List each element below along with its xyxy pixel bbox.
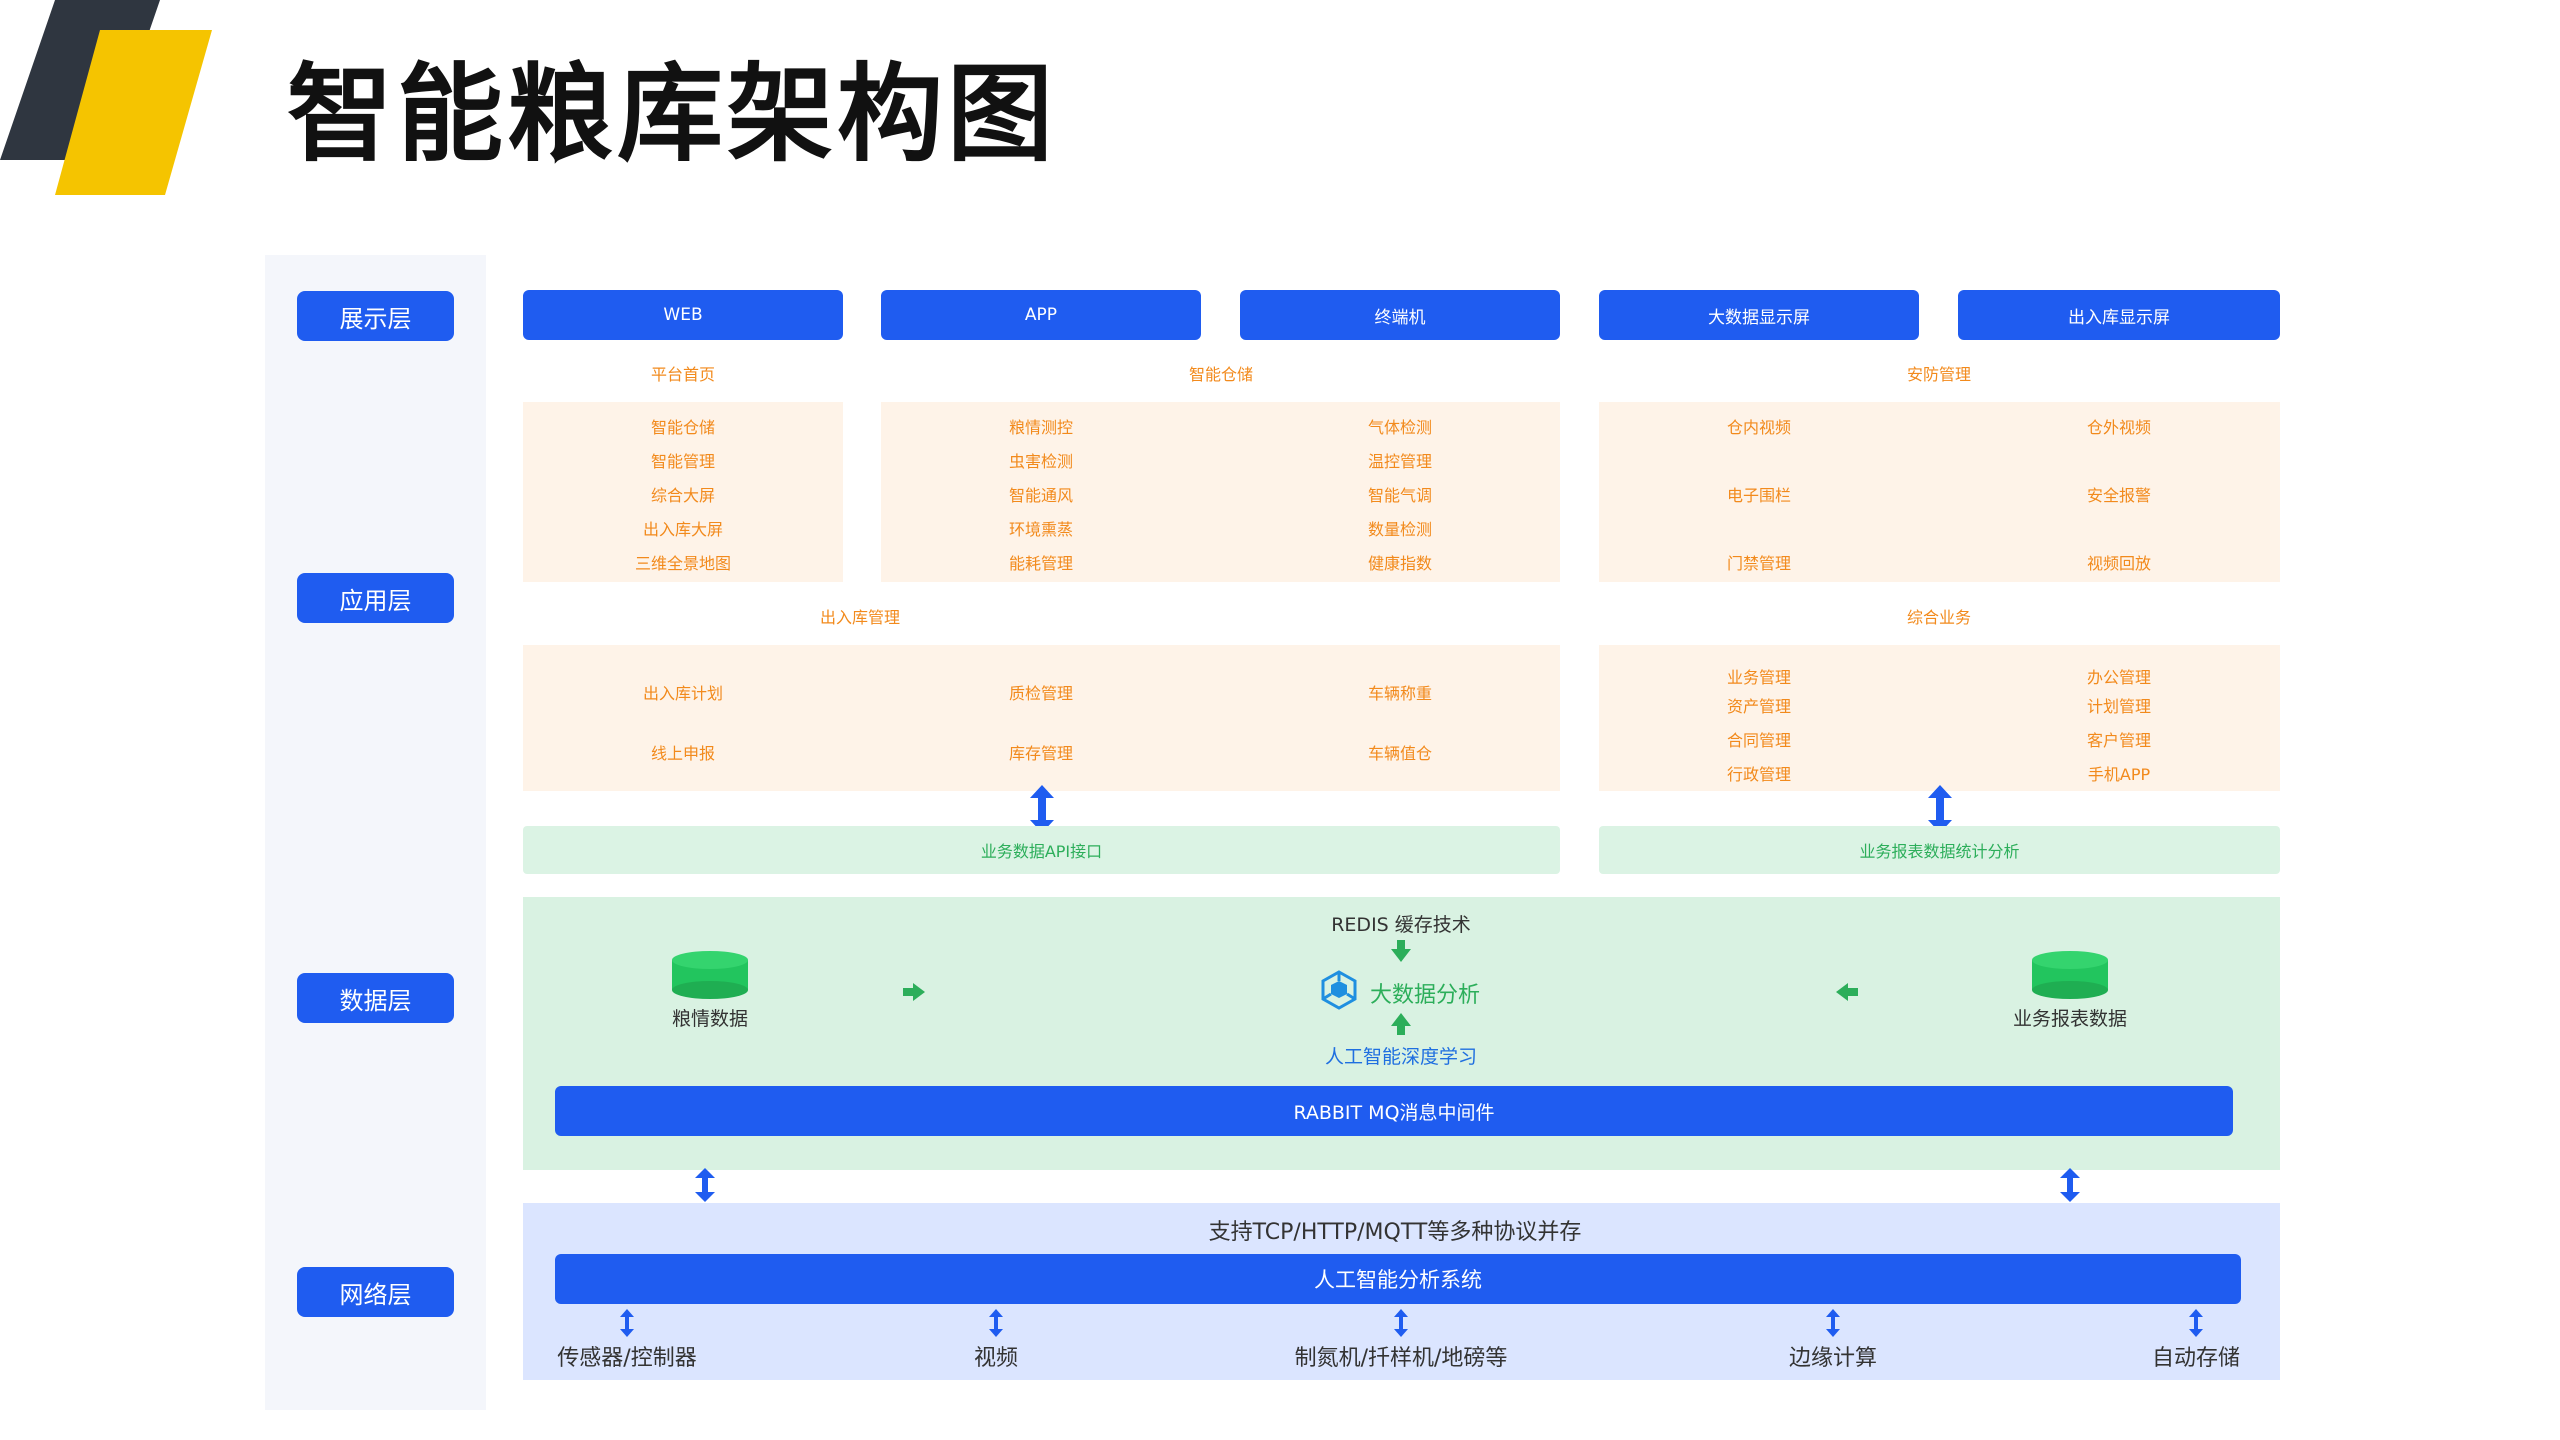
business-box — [1599, 645, 2280, 791]
list-item: 库存管理 — [1008, 744, 1074, 763]
arrow-down-icon — [1391, 940, 1411, 962]
list-item: 智能仓储 — [650, 418, 716, 437]
logo-icon — [0, 0, 212, 195]
device-video: 视频 — [973, 1346, 1019, 1371]
list-item: 温控管理 — [1367, 452, 1433, 471]
double-arrow-icon — [1826, 1309, 1840, 1337]
api-right-bar: 业务报表数据统计分析 — [1599, 826, 2280, 874]
mq-bar: RABBIT MQ消息中间件 — [555, 1086, 2233, 1136]
list-item: 手机APP — [2087, 765, 2151, 784]
cube-icon — [1321, 970, 1357, 1010]
right-db-label: 业务报表数据 — [2012, 1008, 2128, 1030]
double-arrow-icon — [989, 1309, 1003, 1337]
list-item: 粮情测控 — [1008, 418, 1074, 437]
inout-box — [523, 645, 1560, 791]
double-arrow-icon — [695, 1168, 715, 1202]
list-item: 合同管理 — [1726, 731, 1792, 750]
list-item: 出入库大屏 — [642, 520, 724, 539]
protocol-label: 支持TCP/HTTP/MQTT等多种协议并存 — [1208, 1220, 1582, 1245]
list-item: 客户管理 — [2086, 731, 2152, 750]
list-item: 环境熏蒸 — [1008, 520, 1074, 539]
list-item: 能耗管理 — [1008, 554, 1074, 573]
display-bigscreen-button[interactable]: 大数据显示屏 — [1599, 290, 1919, 340]
layer-network[interactable]: 网络层 — [297, 1267, 454, 1317]
list-item: 智能通风 — [1008, 486, 1074, 505]
display-inout-screen-button[interactable]: 出入库显示屏 — [1958, 290, 2280, 340]
list-item: 视频回放 — [2086, 554, 2152, 573]
list-item: 行政管理 — [1726, 765, 1792, 784]
list-item: 出入库计划 — [642, 684, 724, 703]
list-item: 三维全景地图 — [634, 554, 732, 573]
group-title-security: 安防管理 — [1906, 365, 1972, 384]
display-terminal-button[interactable]: 终端机 — [1240, 290, 1560, 340]
list-item: 虫害检测 — [1008, 452, 1074, 471]
group-title-inout: 出入库管理 — [819, 608, 901, 627]
double-arrow-icon — [2060, 1168, 2080, 1202]
arrow-right-icon — [903, 983, 925, 1001]
device-storage: 自动存储 — [2151, 1346, 2241, 1371]
list-item: 线上申报 — [650, 744, 716, 763]
list-item: 电子围栏 — [1726, 486, 1792, 505]
bigdata-label: 大数据分析 — [1370, 983, 1481, 1008]
list-item: 计划管理 — [2086, 697, 2152, 716]
redis-label: REDIS 缓存技术 — [1331, 914, 1471, 936]
display-web-button[interactable]: WEB — [523, 290, 843, 340]
list-item: 质检管理 — [1008, 684, 1074, 703]
security-box — [1599, 402, 2280, 582]
double-arrow-icon — [2189, 1309, 2203, 1337]
list-item: 安全报警 — [2086, 486, 2152, 505]
layer-data[interactable]: 数据层 — [297, 973, 454, 1023]
list-item: 智能气调 — [1367, 486, 1433, 505]
ai-learning-label: 人工智能深度学习 — [1324, 1046, 1478, 1068]
group-title-business: 综合业务 — [1906, 608, 1972, 627]
device-machines: 制氮机/扦样机/地磅等 — [1294, 1346, 1508, 1371]
api-left-bar: 业务数据API接口 — [523, 826, 1560, 874]
list-item: 仓内视频 — [1726, 418, 1792, 437]
double-arrow-icon — [1928, 785, 1952, 833]
layer-display[interactable]: 展示层 — [297, 291, 454, 341]
layer-column: 展示层 应用层 数据层 网络层 — [265, 255, 486, 1410]
list-item: 车辆值仓 — [1367, 744, 1433, 763]
group-title-platform: 平台首页 — [650, 365, 716, 384]
ai-system-bar: 人工智能分析系统 — [555, 1254, 2241, 1304]
list-item: 智能管理 — [650, 452, 716, 471]
list-item: 健康指数 — [1367, 554, 1433, 573]
double-arrow-icon — [620, 1309, 634, 1337]
list-item: 仓外视频 — [2086, 418, 2152, 437]
left-db-label: 粮情数据 — [671, 1008, 749, 1030]
arrow-left-icon — [1836, 983, 1858, 1001]
layer-application[interactable]: 应用层 — [297, 573, 454, 623]
database-icon — [2032, 951, 2108, 999]
arrow-up-icon — [1391, 1013, 1411, 1035]
device-edge: 边缘计算 — [1788, 1346, 1878, 1371]
database-icon — [672, 951, 748, 999]
double-arrow-icon — [1394, 1309, 1408, 1337]
storage-box — [881, 402, 1560, 582]
display-app-button[interactable]: APP — [881, 290, 1201, 340]
list-item: 办公管理 — [2086, 668, 2152, 687]
list-item: 综合大屏 — [650, 486, 716, 505]
list-item: 资产管理 — [1726, 697, 1792, 716]
list-item: 门禁管理 — [1726, 554, 1792, 573]
list-item: 业务管理 — [1726, 668, 1792, 687]
list-item: 车辆称重 — [1367, 684, 1433, 703]
double-arrow-icon — [1030, 785, 1054, 833]
group-title-storage: 智能仓储 — [1188, 365, 1254, 384]
list-item: 气体检测 — [1367, 418, 1433, 437]
list-item: 数量检测 — [1367, 520, 1433, 539]
device-sensor: 传感器/控制器 — [557, 1346, 697, 1371]
page-title: 智能粮库架构图 — [287, 53, 1057, 176]
platform-box — [523, 402, 843, 582]
